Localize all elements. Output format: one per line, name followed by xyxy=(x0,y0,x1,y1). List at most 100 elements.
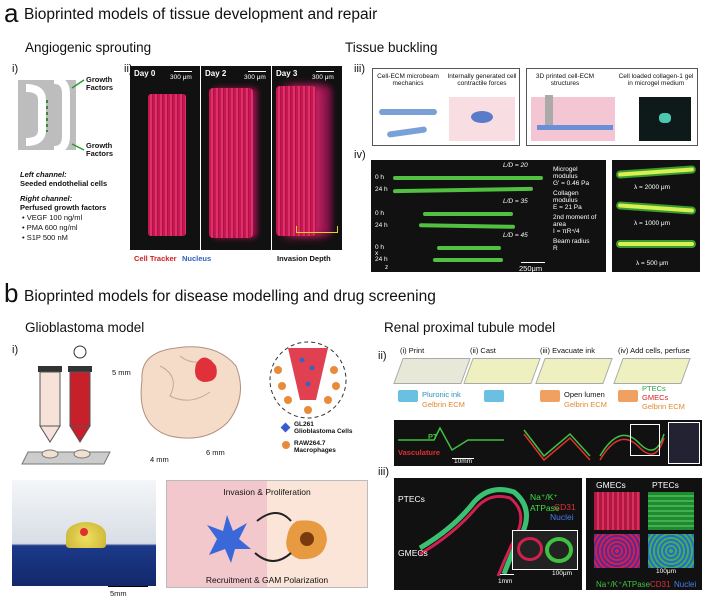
box2-b: Cell loaded collagen-1 gel in microgel m… xyxy=(618,73,694,87)
growth-factors-bottom: Growth Factors xyxy=(86,141,114,158)
channel-device-diagram xyxy=(18,76,85,154)
pt-label: PT xyxy=(428,432,438,441)
day0-label: Day 0 xyxy=(134,69,156,78)
label-iv: iv) xyxy=(354,149,366,161)
t24-1: 24 h xyxy=(375,186,388,193)
left-channel-title: Left channel: xyxy=(20,170,67,179)
step-cast: (ii) Cast xyxy=(470,346,496,355)
factor-item: • VEGF 100 ng/ml xyxy=(22,213,83,222)
axis-z: z xyxy=(385,264,389,271)
nuclei2-label: Nuclei xyxy=(674,580,697,589)
glioblastoma-cell-icon xyxy=(280,422,291,433)
brain-model-diagram xyxy=(140,346,241,439)
param3: 2nd moment of area xyxy=(553,214,597,228)
angiogenic-title: Angiogenic sprouting xyxy=(25,40,152,55)
scale-10mm: 10mm xyxy=(454,458,473,465)
label-iii: iii) xyxy=(354,63,365,75)
fabrication-steps: (i) Print (ii) Cast (iii) Evacuate ink (… xyxy=(393,344,702,418)
right-channel-desc: Perfused growth factors xyxy=(20,203,107,212)
dim-4mm: 4 mm xyxy=(150,455,169,464)
axis-x: x xyxy=(375,250,379,257)
interaction-panel: Invasion & Proliferation Recruitment & G… xyxy=(166,480,368,588)
photo-scale-5mm: 5mm xyxy=(110,589,127,598)
step-print: (i) Print xyxy=(400,346,425,355)
atpase2-label: Na⁺/K⁺ATPase xyxy=(596,580,651,589)
ptecs-legend: PTECs xyxy=(642,384,666,393)
scale-1mm: 1mm xyxy=(498,578,513,585)
vasculature-paths xyxy=(398,426,665,462)
scale-100-a: 100μm xyxy=(552,570,573,577)
param3-val: I = πR⁴/4 xyxy=(553,228,580,235)
factor-item: • PMA 600 ng/ml xyxy=(22,223,78,232)
gelbrin3-legend: Gelbrin ECM xyxy=(642,402,685,411)
lambda-2000: λ = 2000 μm xyxy=(634,184,671,191)
legend-cell-tracker: Cell Tracker xyxy=(134,254,177,263)
renal-label-ii: ii) xyxy=(378,350,387,362)
ptecs-label: PTECs xyxy=(398,494,425,504)
legend-nucleus: Nucleus xyxy=(182,254,212,263)
vasculature-strip: PT Vasculature 10mm xyxy=(394,420,702,466)
gbm-label-i: i) xyxy=(12,344,19,356)
right-channel-title: Right channel: xyxy=(20,194,73,203)
buckling-wavelength: λ = 2000 μm λ = 1000 μm λ = 500 μm xyxy=(612,160,700,272)
factor-vegf: VEGF 100 ng/ml xyxy=(26,213,83,222)
cd31-2-label: CD31 xyxy=(650,580,671,589)
invasion-label: Invasion & Proliferation xyxy=(223,487,311,497)
lumen-swatch xyxy=(540,390,560,402)
dim-5mm: 5 mm xyxy=(112,368,131,377)
day2-label: Day 2 xyxy=(205,69,227,78)
box1-b: Internally generated cell contractile fo… xyxy=(447,73,517,87)
nuclei-label: Nuclei xyxy=(550,512,574,522)
param4-val: R xyxy=(553,245,558,252)
ratio-20: L/D = 20 xyxy=(503,162,528,169)
factor-pma: PMA 600 ng/ml xyxy=(26,223,78,232)
cells-raw: RAW264.7 Macrophages xyxy=(294,440,336,454)
lambda-1000: λ = 1000 μm xyxy=(634,220,671,227)
factor-list: • VEGF 100 ng/ml • PMA 600 ng/ml • S1P 5… xyxy=(22,213,82,243)
cell-interaction-diagram xyxy=(207,512,327,563)
sprouting-micrographs: Day 0 Day 2 Day 3 300 μm 300 μm 300 μm xyxy=(130,66,342,250)
step-add-cells: (iv) Add cells, perfuse xyxy=(618,346,690,355)
tubule-crosssection-inset xyxy=(512,530,578,570)
box2-a: 3D printed cell-ECM structures xyxy=(535,73,595,87)
t0-2: 0 h xyxy=(375,210,385,217)
day0-panel xyxy=(130,66,201,250)
recruitment-label: Recruitment & GAM Polarization xyxy=(205,575,329,585)
scale-100-b: 100μm xyxy=(656,568,677,575)
cells-gl261: GL261 Glioblastoma Cells xyxy=(294,421,353,435)
pluronic-swatch xyxy=(398,390,418,402)
microbeam-box: Cell-ECM microbeam mechanics Internally … xyxy=(372,68,520,146)
vasculature-label: Vasculature xyxy=(398,448,441,457)
label-ii: ii) xyxy=(124,63,133,75)
label-i: i) xyxy=(12,63,19,75)
scale-300-a: 300 μm xyxy=(170,74,192,81)
tubule-fluorescence: PTECs GMECs Na⁺/K⁺ ATPase CD31 Nuclei 1m… xyxy=(394,478,582,590)
buckling-title: Tissue buckling xyxy=(345,40,438,55)
left-channel-desc: Seeded endothelial cells xyxy=(20,179,108,188)
gmecs-legend: GMECs xyxy=(642,393,669,402)
section-b-letter: b xyxy=(4,278,19,308)
gelbrin1-label: Gelbrin ECM xyxy=(422,400,465,409)
cells-swatch xyxy=(618,390,638,402)
section-b-title: Bioprinted models for disease modelling … xyxy=(24,288,436,305)
t24-2: 24 h xyxy=(375,222,388,229)
dim-6mm: 6 mm xyxy=(206,448,225,457)
glioblastoma-title: Glioblastoma model xyxy=(25,320,145,335)
factor-s1p: S1P 500 nM xyxy=(26,233,68,242)
cast-swatch xyxy=(484,390,504,402)
box1-a: Cell-ECM microbeam mechanics xyxy=(377,73,439,87)
cd31-label: CD31 xyxy=(554,502,576,512)
section-a-title: Bioprinted models of tissue development … xyxy=(24,6,378,23)
printed-structure-box: 3D printed cell-ECM structures Cell load… xyxy=(526,68,698,146)
lambda-500: λ = 500 μm xyxy=(636,260,669,267)
growth-factors-top: Growth Factors xyxy=(86,75,114,92)
ratio-35: L/D = 35 xyxy=(503,198,528,205)
param1: Microgel modulus xyxy=(553,166,578,180)
t0-1: 0 h xyxy=(375,174,385,181)
param-group: Microgel modulus G′ = 0.46 Pa Collagen m… xyxy=(553,166,603,252)
step-evacuate: (iii) Evacuate ink xyxy=(540,346,596,355)
day3-label: Day 3 xyxy=(276,69,298,78)
renal-title: Renal proximal tubule model xyxy=(384,320,556,335)
day2-panel xyxy=(201,66,272,250)
scale-250: 250μm xyxy=(519,264,543,273)
